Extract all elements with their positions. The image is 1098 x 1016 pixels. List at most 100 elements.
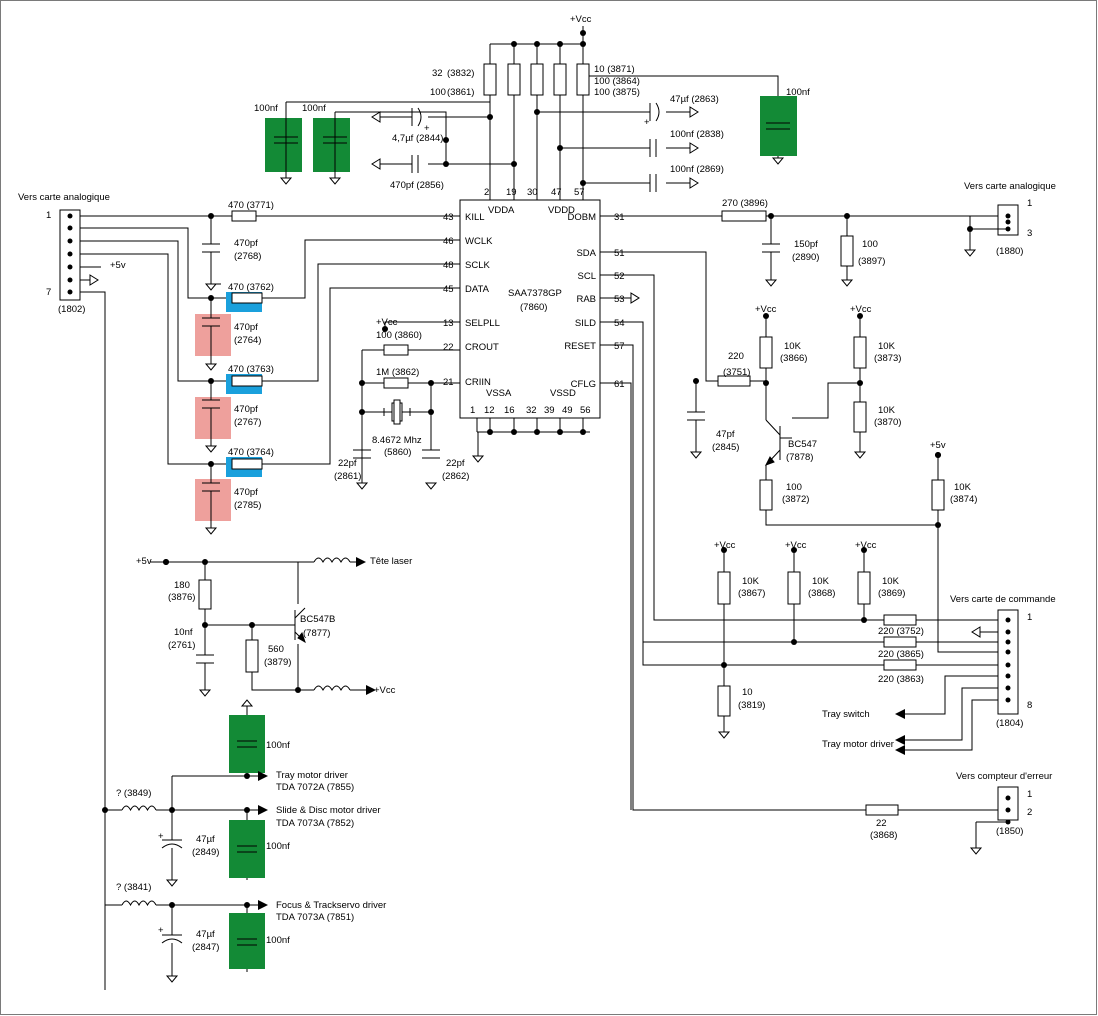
label-32: 1M (3862) xyxy=(376,367,419,378)
label-82: (3869) xyxy=(878,588,905,599)
ic-vddd: VDDD xyxy=(548,205,575,216)
green-cap-4 xyxy=(760,96,797,156)
label-95: TDA 7073A (7852) xyxy=(276,818,354,829)
junction-dots xyxy=(102,30,973,908)
connector-1802: Vers carte analogique 1 7 (1802) +5v xyxy=(18,192,126,315)
label-24: 470 (3763) xyxy=(228,364,274,375)
label-69: 10nf xyxy=(174,627,193,638)
label-94: Slide & Disc motor driver xyxy=(276,805,381,816)
label-35: 22pf xyxy=(338,458,357,469)
label-103: Focus & Trackservo driver xyxy=(276,900,386,911)
connector-1880: Vers carte analogique 1 3 (1880) xyxy=(964,181,1056,257)
label-67: BC547B xyxy=(300,614,335,625)
c1804-pin-last: 8 xyxy=(1027,700,1032,711)
pink-cap-2785 xyxy=(195,479,231,521)
label-12: 470pf (2856) xyxy=(390,180,444,191)
label-51: (3751) xyxy=(723,367,750,378)
label-91: Tray motor driver xyxy=(276,770,348,781)
ic-pin-num-bottom-3: 32 xyxy=(526,405,537,416)
label-17: 100nf (2869) xyxy=(670,164,724,175)
ic-pin-label-cflg: CFLG xyxy=(571,379,596,390)
label-65: 180 xyxy=(174,580,190,591)
ic-pin-num-52: 52 xyxy=(614,271,625,282)
ic-pin-label-sild: SILD xyxy=(575,318,596,329)
label-26: (2767) xyxy=(234,417,261,428)
connector-1804: Vers carte de commande 1 8 (1804) xyxy=(950,594,1056,729)
ic-pin-num-43: 43 xyxy=(443,212,454,223)
ic-pin-num-bottom-4: 39 xyxy=(544,405,555,416)
label-28: 470pf xyxy=(234,487,258,498)
label-46: 10K xyxy=(784,341,802,352)
label-33: 8.4672 Mhz xyxy=(372,435,422,446)
ic-pin-label-kill: KILL xyxy=(465,212,485,223)
label-86: 10 xyxy=(742,687,753,698)
label-107: + xyxy=(158,925,164,936)
ic-pin-num-top-2: 30 xyxy=(527,187,538,198)
label-96: 47µf xyxy=(196,834,215,845)
ic-pin-num-bottom-0: 1 xyxy=(470,405,475,416)
ic-pin-num-bottom-2: 16 xyxy=(504,405,515,416)
label-62: (3874) xyxy=(950,494,977,505)
label-78: (3867) xyxy=(738,588,765,599)
label-93: ? (3849) xyxy=(116,788,151,799)
ic-pin-label-crout: CROUT xyxy=(465,342,499,353)
ic-pin-num-22: 22 xyxy=(443,342,454,353)
label-73: +Vcc xyxy=(374,685,396,696)
c1802-pin-last: 7 xyxy=(46,287,51,298)
inductors xyxy=(121,557,351,907)
label-2: (3832) xyxy=(447,68,474,79)
label-68: (7877) xyxy=(303,628,330,639)
c1804-title: Vers carte de commande xyxy=(950,594,1056,605)
label-4: (3861) xyxy=(447,87,474,98)
label-106: (2847) xyxy=(192,942,219,953)
label-15: 100nf xyxy=(786,87,810,98)
label-31: 100 (3860) xyxy=(376,330,422,341)
ic-pin-num-31: 31 xyxy=(614,212,625,223)
label-63: +5v xyxy=(136,556,152,567)
label-57: (2845) xyxy=(712,442,739,453)
ic-pin-num-bottom-5: 49 xyxy=(562,405,573,416)
ic-pin-label-reset: RESET xyxy=(564,341,596,352)
label-108: 100nf xyxy=(266,935,290,946)
c1804-pin-first: 1 xyxy=(1027,612,1032,623)
label-104: TDA 7073A (7851) xyxy=(276,912,354,923)
ic-pin-label-scl: SCL xyxy=(578,271,596,282)
label-11: + xyxy=(424,123,430,134)
c1802-ref: (1802) xyxy=(58,304,85,315)
label-77: 10K xyxy=(742,576,760,587)
label-16: 100nf (2838) xyxy=(670,129,724,140)
ic-vssd: VSSD xyxy=(550,388,576,399)
ic-pin-num-bottom-1: 12 xyxy=(484,405,495,416)
green-cap-5 xyxy=(229,715,265,773)
ic-pin-num-13: 13 xyxy=(443,318,454,329)
ic-pin-num-54: 54 xyxy=(614,318,625,329)
label-22: 470pf xyxy=(234,322,258,333)
label-19: 470pf xyxy=(234,238,258,249)
label-81: 10K xyxy=(882,576,900,587)
label-36: (2861) xyxy=(334,471,361,482)
label-30: +Vcc xyxy=(376,317,398,328)
c1850-pin-last: 2 xyxy=(1027,807,1032,818)
c1850-pin-first: 1 xyxy=(1027,789,1032,800)
output-arrows xyxy=(258,557,905,910)
label-40: 150pf xyxy=(794,239,818,250)
label-90: 100nf xyxy=(266,740,290,751)
wiring xyxy=(70,26,1008,990)
label-3: 100 xyxy=(430,87,446,98)
c1880-pin-first: 1 xyxy=(1027,198,1032,209)
label-85: 220 (3863) xyxy=(878,674,924,685)
ic-pin-label-criin: CRIIN xyxy=(465,377,491,388)
ic-pin-num-57: 57 xyxy=(614,341,625,352)
label-61: 10K xyxy=(954,482,972,493)
label-29: (2785) xyxy=(234,500,261,511)
label-92: TDA 7072A (7855) xyxy=(276,782,354,793)
ic-pin-label-rab: RAB xyxy=(576,294,596,305)
label-99: 100nf xyxy=(266,841,290,852)
transistors xyxy=(294,426,792,644)
label-53: (3870) xyxy=(874,417,901,428)
